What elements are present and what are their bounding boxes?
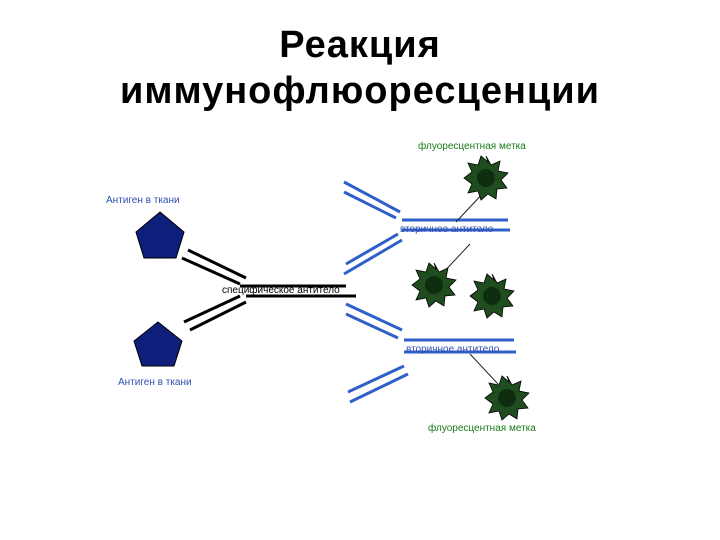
label-specific-antibody: специфическое антитело xyxy=(222,284,340,296)
fluorescent-star-icon xyxy=(470,274,514,318)
label-antigen-bottom: Антиген в ткани xyxy=(118,377,192,388)
fluorescent-star-icon xyxy=(485,376,529,420)
antigen-top-pentagon-icon xyxy=(136,212,184,258)
secondary-top-arm-2a xyxy=(344,240,402,274)
label-secondary-antibody-top: вторичное антитело xyxy=(400,224,494,235)
fluorescent-star-icon xyxy=(464,156,508,200)
secondary-top-arm-2b xyxy=(346,234,398,264)
label-fluorescent-tag-top: флуоресцентная метка xyxy=(418,140,526,152)
label-antigen-top: Антиген в ткани xyxy=(106,195,180,206)
antigen-bottom-pentagon-icon xyxy=(134,322,182,366)
label-fluorescent-tag-bottom: флуоресцентная метка xyxy=(428,422,536,434)
connector-bottom xyxy=(470,354,498,384)
label-secondary-antibody-bottom: вторичное антитело xyxy=(406,344,500,355)
fluorescent-star-icon xyxy=(412,263,456,307)
